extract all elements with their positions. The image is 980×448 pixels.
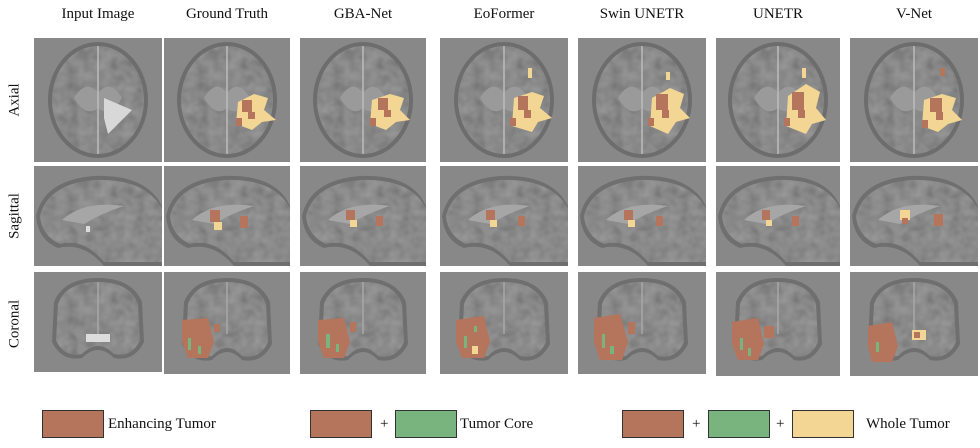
panel-coronal-unetr [716, 272, 840, 376]
legend-swatch-enhancing-3 [622, 410, 684, 438]
column-header-ground-truth: Ground Truth [185, 6, 269, 22]
column-header-swin-unetr: Swin UNETR [599, 6, 685, 22]
panel-axial-unetr [716, 38, 840, 162]
panel-sagittal-swin-unetr [578, 166, 706, 266]
panel-axial-swin-unetr [578, 38, 706, 162]
column-header-unetr: UNETR [753, 6, 803, 22]
legend-swatch-core [395, 410, 457, 438]
row-label-axial: Axial [6, 83, 23, 117]
panel-sagittal-input-image [34, 166, 162, 266]
column-header-gba-net: GBA-Net [333, 6, 393, 22]
panel-axial-v-net [850, 38, 978, 162]
panel-axial-gba-net [300, 38, 426, 162]
legend-plus-3: + [776, 416, 785, 432]
panel-sagittal-ground-truth [164, 166, 290, 266]
panel-sagittal-v-net [850, 166, 978, 266]
panel-coronal-v-net [850, 272, 978, 376]
panel-coronal-eoformer [440, 272, 568, 374]
legend-swatch-whole [792, 410, 854, 438]
panel-coronal-ground-truth [164, 272, 290, 374]
legend-plus-1: + [380, 416, 389, 432]
panel-coronal-gba-net [300, 272, 426, 374]
legend-swatch-enhancing-2 [310, 410, 372, 438]
panel-coronal-input-image [34, 272, 162, 372]
row-label-sagittal: Sagittal [6, 193, 23, 239]
panel-axial-ground-truth [164, 38, 290, 162]
panel-axial-eoformer [440, 38, 568, 162]
row-label-coronal: Coronal [6, 299, 23, 349]
panel-axial-input-image [34, 38, 162, 162]
legend-plus-2: + [692, 416, 701, 432]
legend-swatch-enhancing [42, 410, 104, 438]
column-header-input-image: Input Image [61, 6, 135, 22]
column-header-v-net: V-Net [895, 6, 933, 22]
panel-sagittal-eoformer [440, 166, 568, 266]
panel-sagittal-gba-net [300, 166, 426, 266]
panel-coronal-swin-unetr [578, 272, 706, 374]
column-header-eoformer: EoFormer [473, 6, 535, 22]
legend-label-enhancing-tumor: Enhancing Tumor [108, 416, 216, 432]
legend-label-whole-tumor: Whole Tumor [866, 416, 950, 432]
panel-sagittal-unetr [716, 166, 840, 266]
legend-swatch-core-2 [708, 410, 770, 438]
legend: Enhancing Tumor + Tumor Core + + Whole T… [0, 410, 980, 440]
legend-label-tumor-core: Tumor Core [460, 416, 534, 432]
